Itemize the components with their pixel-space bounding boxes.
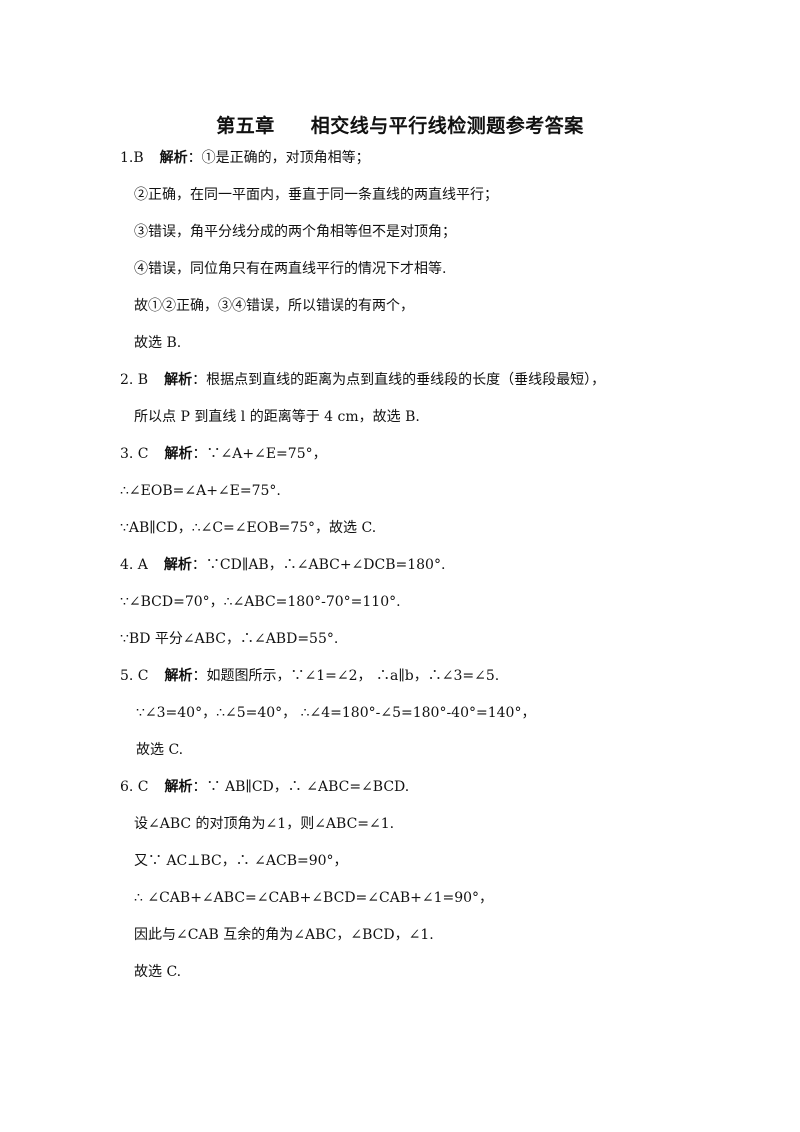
- answer-2-label: 解析: [164, 372, 193, 388]
- answer-4-label: 解析: [163, 557, 192, 573]
- answer-1-line-5: 故①②正确，③④错误，所以错误的有两个，: [134, 298, 414, 314]
- answer-5-label: 解析: [164, 668, 193, 684]
- answer-6-line-2: 设∠ABC 的对顶角为∠1，则∠ABC=∠1.: [134, 816, 395, 832]
- answer-3-number: 3. C: [120, 446, 149, 462]
- answer-6-line-5: 因此与∠CAB 互余的角为∠ABC，∠BCD，∠1.: [134, 927, 434, 943]
- answer-2-line-1: 2. B 解析：根据点到直线的距离为点到直线的垂线段的长度（垂线段最短），: [120, 370, 605, 390]
- answer-1-line-6: 故选 B.: [134, 335, 182, 351]
- chapter-title: 相交线与平行线检测题参考答案: [310, 115, 584, 137]
- answer-1-line-4: ④错误，同位角只有在两直线平行的情况下才相等.: [134, 261, 447, 277]
- answer-1-line-2: ②正确，在同一平面内，垂直于同一条直线的两直线平行；: [134, 187, 498, 203]
- answer-3-label: 解析: [164, 446, 193, 462]
- answer-6-line-1: 6. C 解析：∵ AB∥CD，∴ ∠ABC=∠BCD.: [120, 777, 409, 797]
- answer-1-line-1: 1.B 解析：①是正确的，对顶角相等；: [120, 148, 370, 168]
- answer-1-line-3: ③错误，角平分线分成的两个角相等但不是对顶角；: [134, 224, 456, 240]
- answer-6-line-6: 故选 C.: [134, 964, 182, 980]
- answer-3-text-1: ：∵∠A+∠E=75°，: [192, 446, 327, 462]
- chapter-label: 第五章: [216, 115, 275, 137]
- answer-4-line-1: 4. A 解析：∵CD∥AB，∴∠ABC+∠DCB=180°.: [120, 555, 445, 575]
- answer-5-line-3: 故选 C.: [136, 742, 184, 758]
- answer-4-line-2: ∵∠BCD=70°，∴∠ABC=180°-70°=110°.: [120, 594, 401, 610]
- answer-2-text-1: ：根据点到直线的距离为点到直线的垂线段的长度（垂线段最短），: [192, 372, 606, 388]
- answer-3-line-1: 3. C 解析：∵∠A+∠E=75°，: [120, 444, 327, 464]
- answer-1-label: 解析: [159, 150, 188, 166]
- answer-4-number: 4. A: [120, 557, 148, 573]
- answer-1-text-1: ：①是正确的，对顶角相等；: [187, 150, 370, 166]
- answer-1-number: 1.B: [120, 150, 144, 166]
- answer-3-line-2: ∴∠EOB=∠A+∠E=75°.: [120, 483, 281, 499]
- answer-6-line-4: ∴ ∠CAB+∠ABC=∠CAB+∠BCD=∠CAB+∠1=90°，: [134, 890, 494, 906]
- answer-5-line-1: 5. C 解析：如题图所示，∵∠1=∠2， ∴a∥b，∴∠3=∠5.: [120, 666, 499, 686]
- answer-3-line-3: ∵AB∥CD，∴∠C=∠EOB=75°，故选 C.: [120, 520, 377, 536]
- answer-2-line-2: 所以点 P 到直线 l 的距离等于 4 cm，故选 B.: [134, 409, 420, 425]
- answer-5-number: 5. C: [120, 668, 149, 684]
- answer-6-text-1: ：∵ AB∥CD，∴ ∠ABC=∠BCD.: [192, 779, 410, 795]
- answer-6-line-3: 又∵ AC⊥BC，∴ ∠ACB=90°，: [134, 853, 348, 869]
- answer-2-number: 2. B: [120, 372, 149, 388]
- answer-6-label: 解析: [164, 779, 193, 795]
- answer-6-number: 6. C: [120, 779, 149, 795]
- answer-5-text-1: ：如题图所示，∵∠1=∠2， ∴a∥b，∴∠3=∠5.: [192, 668, 500, 684]
- answer-4-line-3: ∵BD 平分∠ABC，∴∠ABD=55°.: [120, 631, 339, 647]
- answer-5-line-2: ∵∠3=40°，∴∠5=40°， ∴∠4=180°-∠5=180°-40°=14…: [136, 705, 536, 721]
- answer-4-text-1: ：∵CD∥AB，∴∠ABC+∠DCB=180°.: [191, 557, 446, 573]
- page-title: 第五章 相交线与平行线检测题参考答案: [0, 111, 800, 138]
